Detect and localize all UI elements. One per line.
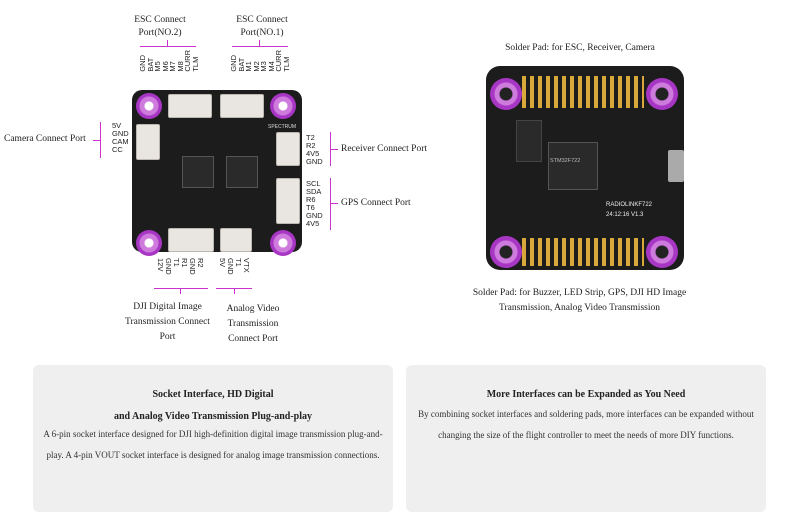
vtx-pin: VTX — [242, 258, 251, 273]
vtx-pin: 5V — [218, 258, 227, 268]
vtx-pin-list: 5V GND T1 VTX — [218, 258, 251, 275]
receiver-pin: GND — [306, 157, 323, 166]
top-solder-pads — [522, 76, 644, 108]
panel-socket-interface: Socket Interface, HD Digital and Analog … — [33, 365, 393, 512]
mount-hole — [646, 236, 678, 268]
gps-pin: 4V5 — [306, 219, 320, 228]
camera-bracket-vert — [100, 122, 101, 158]
receiver-port-label: Receiver Connect Port — [341, 144, 428, 154]
panel-more-interfaces: More Interfaces can be Expanded as You N… — [406, 365, 766, 512]
esc2-socket — [168, 94, 212, 118]
panel-1-title-line2: and Analog Video Transmission Plug-and-p… — [113, 411, 313, 422]
dji-socket — [168, 228, 214, 252]
mount-hole — [136, 93, 162, 119]
mount-hole — [490, 78, 522, 110]
receiver-pin-list: T2 R2 4V5 GND — [306, 134, 323, 166]
camera-socket — [136, 124, 160, 160]
gps-pin: SDA — [306, 187, 322, 196]
dji-bracket-tick — [180, 288, 181, 294]
mount-hole — [646, 78, 678, 110]
esc1-socket — [220, 94, 264, 118]
vtx-port-label: Analog Video Transmission Connect Port — [226, 304, 280, 344]
gps-pin: T6 — [306, 203, 315, 212]
dji-pin: GND — [164, 258, 173, 275]
mcu-chip — [548, 142, 598, 190]
dji-pin-list: 12V GND T1 R1 GND R2 — [156, 258, 205, 275]
dji-bracket — [154, 288, 208, 289]
mount-hole — [270, 93, 296, 119]
receiver-socket — [276, 132, 300, 166]
esc1-bracket-tick — [259, 40, 260, 46]
gps-pin: R6 — [306, 195, 316, 204]
gps-bracket — [330, 203, 338, 204]
usb-c-port — [668, 150, 684, 182]
power-chip — [226, 156, 258, 188]
power-chip — [182, 156, 214, 188]
camera-pin-list: 5V GND CAM CC — [112, 122, 129, 154]
panel-2-title: More Interfaces can be Expanded as You N… — [486, 389, 686, 400]
gps-bracket-vert — [330, 178, 331, 230]
brand-text: RADIOLINKF722 — [606, 202, 653, 208]
gps-socket — [276, 178, 300, 224]
mount-hole — [136, 230, 162, 256]
gyro-area — [516, 120, 542, 162]
bottom-solder-pads — [522, 238, 644, 266]
bottom-solder-pad-label: Solder Pad: for Buzzer, LED Strip, GPS, … — [472, 288, 687, 313]
gps-port-label: GPS Connect Port — [341, 198, 411, 208]
esc2-pin-list: GND BAT M5 M6 M7 M8 CURR TLM — [138, 50, 200, 72]
dji-pin: R2 — [196, 258, 205, 268]
gps-pin-list: SCL SDA R6 T6 GND 4V5 — [306, 180, 323, 228]
gps-pin: SCL — [306, 179, 321, 188]
camera-port-label: Camera Connect Port — [4, 134, 86, 144]
receiver-bracket — [330, 149, 338, 150]
dji-pin: GND — [188, 258, 197, 275]
version-text: 24:12:16 V1.3 — [606, 212, 644, 218]
dji-pin: T1 — [172, 258, 181, 267]
receiver-pin: T2 — [306, 133, 315, 142]
mount-hole — [490, 236, 522, 268]
esc-port-1-label: ESC Connect Port(NO.1) — [236, 15, 288, 38]
vtx-pin: GND — [226, 258, 235, 275]
camera-pin: CC — [112, 145, 123, 154]
esc-port-2-label: ESC Connect Port(NO.2) — [134, 15, 186, 38]
camera-pin: GND — [112, 129, 129, 138]
vtx-pin: T1 — [234, 258, 243, 267]
gps-pin: GND — [306, 211, 323, 220]
flight-controller-board-left — [132, 90, 302, 252]
dji-pin: R1 — [180, 258, 189, 268]
dji-pin: 12V — [156, 258, 165, 272]
panel-1-title-line1: Socket Interface, HD Digital — [152, 389, 274, 400]
camera-bracket — [93, 140, 100, 141]
camera-pin: 5V — [112, 121, 122, 130]
esc1-bracket — [232, 46, 288, 47]
vtx-socket — [220, 228, 252, 252]
esc2-bracket-tick — [167, 40, 168, 46]
mcu-text: STM32F722 — [550, 158, 581, 164]
camera-pin: CAM — [112, 137, 129, 146]
spectrum-text: SPECTRUM — [268, 124, 297, 130]
esc2-pin: TLM — [190, 56, 200, 72]
mount-hole — [270, 230, 296, 256]
receiver-pin: 4V5 — [306, 149, 320, 158]
receiver-pin: R2 — [306, 141, 316, 150]
top-solder-pad-label: Solder Pad: for ESC, Receiver, Camera — [505, 43, 655, 53]
esc1-pin-list: GND BAT M1 M2 M3 M4 CURR TLM — [229, 50, 291, 72]
panel-1-text: A 6-pin socket interface designed for DJ… — [43, 429, 383, 460]
dji-port-label: DJI Digital Image Transmission Connect P… — [125, 302, 210, 342]
esc1-pin: TLM — [281, 56, 291, 72]
panel-2-text: By combining socket interfaces and solde… — [418, 409, 754, 440]
vtx-bracket-tick — [234, 288, 235, 294]
esc2-bracket — [140, 46, 196, 47]
